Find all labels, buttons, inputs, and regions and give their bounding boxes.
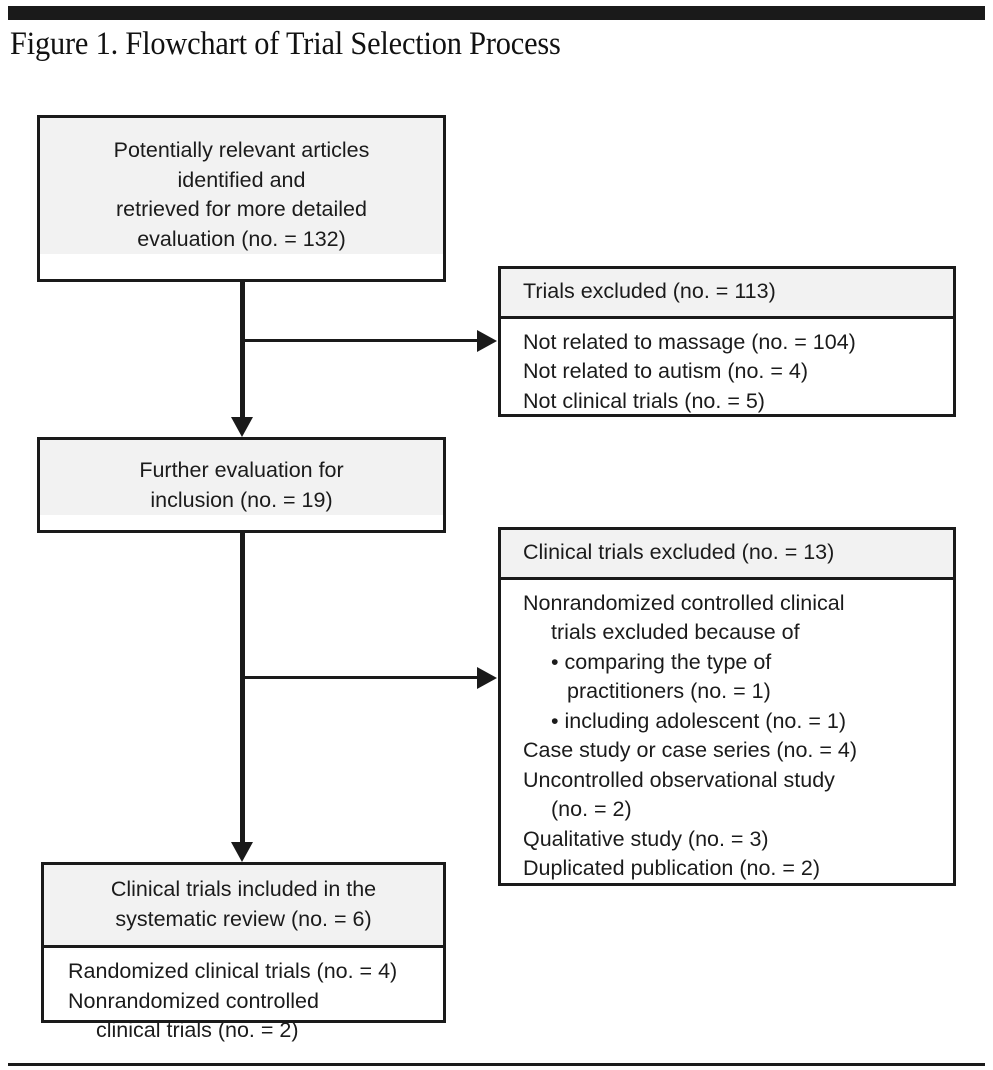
connector-further-eval-to-clinical-excluded-arrowhead [477,667,497,689]
node-clinical-trials-included-item-2-line-1: Nonrandomized controlled [68,988,319,1013]
node-identified-articles-body: Potentially relevant articles identified… [40,118,443,254]
figure-title: Figure 1. Flowchart of Trial Selection P… [10,26,561,62]
connector-identified-to-further-eval-line [240,282,245,419]
node-clinical-trials-excluded-bullet-1-line-2: practitioners (no. = 1) [567,679,771,703]
connector-further-eval-to-included-line [240,533,245,844]
connector-further-eval-to-clinical-excluded-line [242,676,477,679]
page-top-rule [8,6,985,20]
node-clinical-trials-excluded-bullet-1-line-1: • comparing the type of [551,649,772,674]
node-trials-excluded: Trials excluded (no. = 113) Not related … [498,266,956,417]
node-identified-articles: Potentially relevant articles identified… [37,115,446,282]
node-clinical-trials-included-header-line-1: Clinical trials included in the [110,877,377,901]
node-clinical-trials-excluded-item-2: Case study or case series (no. = 4) [523,738,857,762]
page-bottom-rule [8,1063,985,1066]
node-clinical-trials-excluded-header-text: Clinical trials excluded (no. = 13) [523,540,835,564]
node-clinical-trials-excluded-item-1-line-2: trials excluded because of [551,620,800,644]
node-clinical-trials-included: Clinical trials included in the systemat… [41,862,446,1042]
node-clinical-trials-excluded: Clinical trials excluded (no. = 13) Nonr… [498,527,956,886]
node-clinical-trials-included-item-1: Randomized clinical trials (no. = 4) [68,959,398,983]
node-clinical-trials-excluded-header: Clinical trials excluded (no. = 13) [501,530,953,577]
node-trials-excluded-header-text: Trials excluded (no. = 113) [523,279,776,303]
node-clinical-trials-excluded-item-3-line-1: Uncontrolled observational study [523,767,835,792]
node-further-evaluation-line-2: inclusion (no. = 19) [150,487,333,512]
node-further-evaluation: Further evaluation for inclusion (no. = … [37,437,446,533]
node-clinical-trials-excluded-item-5: Duplicated publication (no. = 2) [523,856,821,880]
node-trials-excluded-item-3: Not clinical trials (no. = 5) [523,388,765,413]
node-clinical-trials-included-list: Randomized clinical trials (no. = 4) Non… [44,945,443,1056]
node-clinical-trials-included-item-2-line-2: clinical trials (no. = 2) [96,1018,299,1042]
connector-identified-to-trials-excluded-arrowhead [477,330,497,352]
node-clinical-trials-excluded-bullet-2: • including adolescent (no. = 1) [551,708,846,733]
node-further-evaluation-body: Further evaluation for inclusion (no. = … [40,440,443,515]
connector-identified-to-further-eval-arrowhead [231,417,253,437]
node-clinical-trials-excluded-item-3-line-2: (no. = 2) [551,797,632,821]
node-clinical-trials-included-header: Clinical trials included in the systemat… [44,865,443,945]
node-further-evaluation-line-1: Further evaluation for [139,458,344,482]
node-identified-articles-line-2: identified and [177,167,306,192]
node-trials-excluded-list: Not related to massage (no. = 104) Not r… [501,315,953,427]
node-clinical-trials-excluded-item-1-line-1: Nonrandomized controlled clinical [523,590,845,615]
node-clinical-trials-included-header-line-2: systematic review (no. = 6) [115,906,372,931]
node-trials-excluded-item-1: Not related to massage (no. = 104) [523,329,856,354]
node-identified-articles-line-1: Potentially relevant articles [113,138,370,162]
node-identified-articles-line-3: retrieved for more detailed [116,197,367,221]
node-trials-excluded-header: Trials excluded (no. = 113) [501,269,953,316]
connector-further-eval-to-included-arrowhead [231,842,253,862]
connector-identified-to-trials-excluded-line [242,339,477,342]
node-identified-articles-line-4: evaluation (no. = 132) [137,226,346,251]
node-clinical-trials-excluded-item-4: Qualitative study (no. = 3) [523,826,769,851]
node-clinical-trials-excluded-list: Nonrandomized controlled clinical trials… [501,576,953,894]
node-trials-excluded-item-2: Not related to autism (no. = 4) [523,359,809,383]
